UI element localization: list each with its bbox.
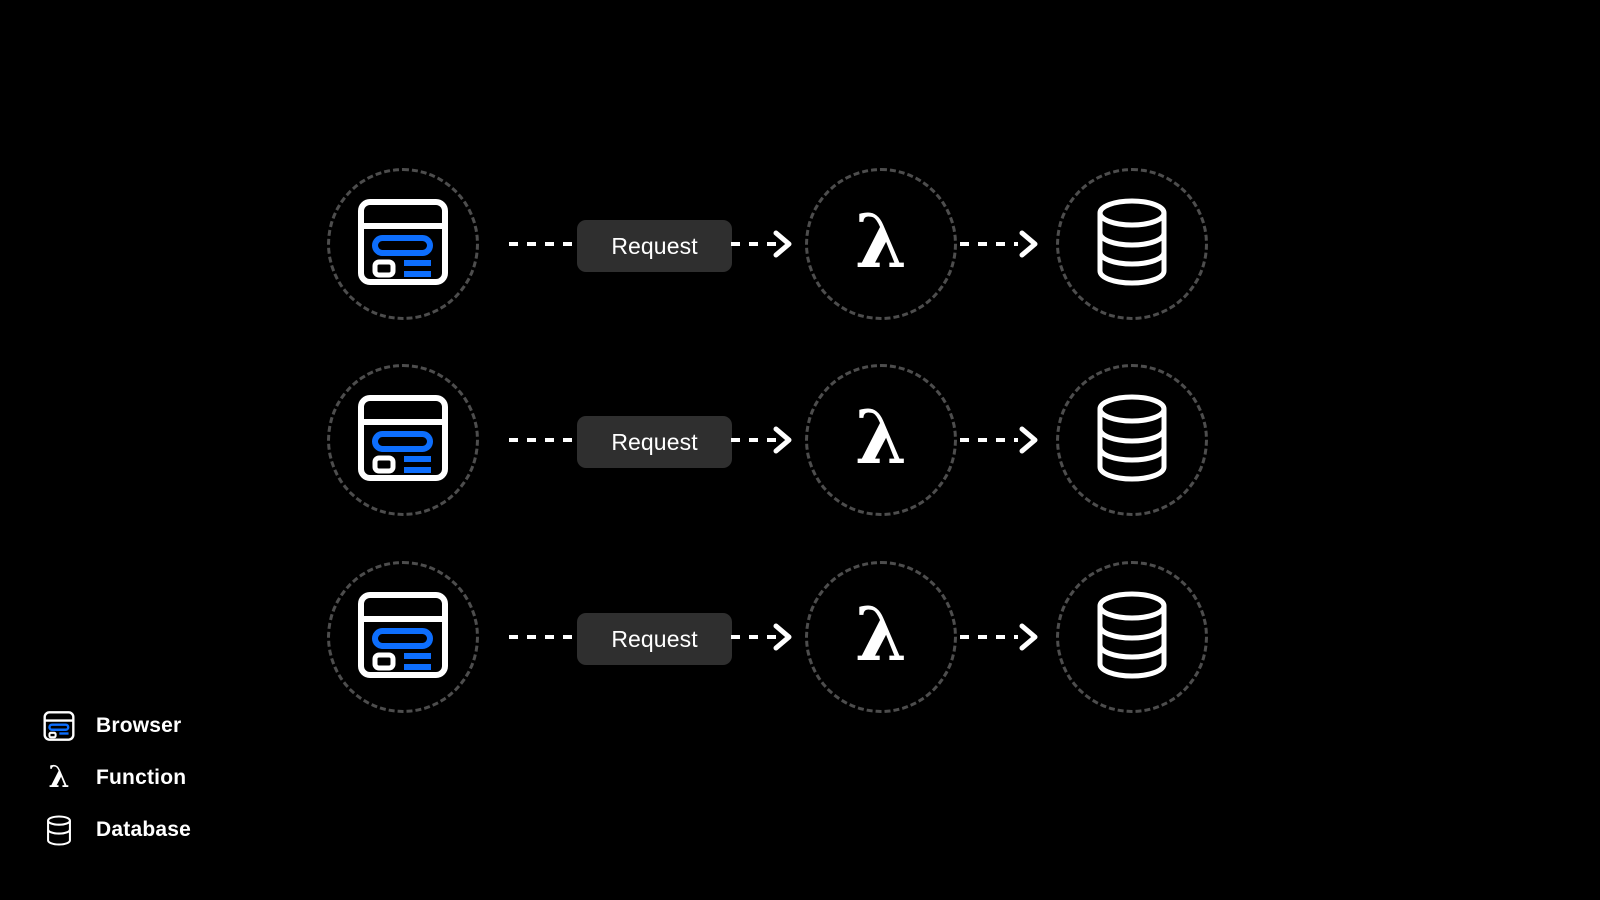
legend-label: Browser — [96, 714, 182, 737]
legend-item-browser: Browser — [42, 700, 342, 752]
arrow-head-icon — [772, 229, 794, 259]
browser-node[interactable] — [327, 168, 479, 320]
dashed-line-segment — [731, 635, 781, 639]
lambda-function-icon: λ — [855, 199, 907, 285]
lambda-function-icon: λ — [855, 592, 907, 678]
function-to-database-connector — [960, 220, 1044, 268]
flow-row: Request λ — [0, 144, 1600, 344]
browser-to-function-connector: Request — [509, 416, 794, 468]
database-cylinder-icon — [1091, 197, 1173, 292]
dashed-line-segment — [731, 438, 781, 442]
browser-window-icon — [42, 709, 76, 743]
database-node[interactable] — [1056, 168, 1208, 320]
function-to-database-connector — [960, 416, 1044, 464]
lambda-function-icon: λ — [42, 761, 76, 795]
browser-window-icon — [357, 591, 449, 684]
flow-row: Request λ — [0, 340, 1600, 540]
function-node[interactable]: λ — [805, 364, 957, 516]
lambda-glyph: λ — [48, 760, 70, 795]
database-cylinder-icon — [1091, 590, 1173, 685]
lambda-function-icon: λ — [855, 395, 907, 481]
arrow-head-icon — [1018, 229, 1040, 259]
browser-to-function-connector: Request — [509, 613, 794, 665]
request-label-chip: Request — [577, 416, 732, 468]
browser-node[interactable] — [327, 561, 479, 713]
request-label-chip: Request — [577, 613, 732, 665]
browser-window-icon — [357, 394, 449, 487]
database-node[interactable] — [1056, 561, 1208, 713]
arrow-head-icon — [1018, 425, 1040, 455]
legend-item-function: λ Function — [42, 752, 342, 804]
browser-node[interactable] — [327, 364, 479, 516]
legend-label: Function — [96, 766, 187, 789]
legend: Browser λ Function Database — [42, 700, 342, 856]
database-node[interactable] — [1056, 364, 1208, 516]
function-node[interactable]: λ — [805, 561, 957, 713]
dashed-line-segment — [731, 242, 781, 246]
legend-item-database: Database — [42, 804, 342, 856]
dashed-line-segment — [960, 438, 1018, 442]
function-node[interactable]: λ — [805, 168, 957, 320]
dashed-line-segment — [960, 242, 1018, 246]
request-label-chip: Request — [577, 220, 732, 272]
database-cylinder-icon — [42, 813, 76, 847]
database-cylinder-icon — [1091, 393, 1173, 488]
legend-label: Database — [96, 818, 191, 841]
arrow-head-icon — [1018, 622, 1040, 652]
function-to-database-connector — [960, 613, 1044, 661]
browser-window-icon — [357, 198, 449, 291]
arrow-head-icon — [772, 622, 794, 652]
flow-row: Request λ — [0, 537, 1600, 737]
dashed-line-segment — [960, 635, 1018, 639]
arrow-head-icon — [772, 425, 794, 455]
browser-to-function-connector: Request — [509, 220, 794, 272]
